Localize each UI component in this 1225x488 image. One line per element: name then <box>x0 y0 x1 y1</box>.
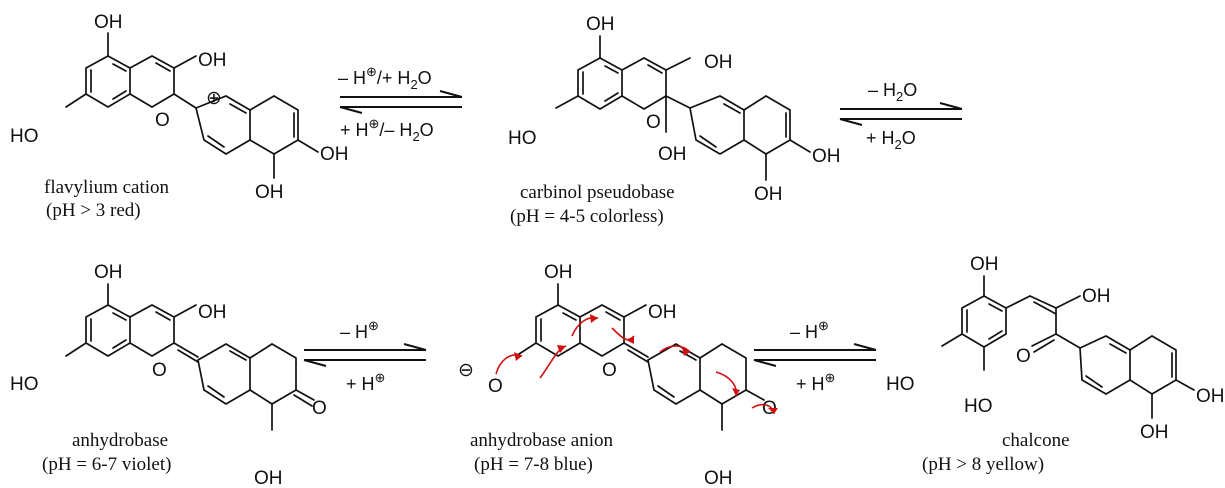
electron-arrow <box>715 371 738 397</box>
equilibrium-arrow-3 <box>303 343 427 367</box>
electron-arrow-head <box>768 408 778 414</box>
atom-oh: OH <box>704 468 733 488</box>
anhydrobase-condition: (pH = 6-7 violet) <box>42 454 171 475</box>
electron-arrow-head <box>557 345 566 353</box>
negative-charge-icon: ⊖ <box>458 360 474 381</box>
flavylium-condition: (pH > 3 red) <box>46 200 141 221</box>
chalcone-name: chalcone <box>1002 430 1070 451</box>
anhydrobase-name: anhydrobase <box>72 430 168 451</box>
chalcone-structure <box>941 275 1195 419</box>
anhydrobase-structure <box>65 283 315 431</box>
anion-condition: (pH = 7-8 blue) <box>474 454 593 475</box>
equilibrium-arrow-4 <box>753 343 877 367</box>
ring-oxygen: O <box>646 112 661 133</box>
carbinol-name: carbinol pseudobase <box>520 182 675 203</box>
electron-arrow-head <box>590 314 598 323</box>
carbonyl-oxygen: O <box>1016 346 1031 367</box>
carbinol-condition: (pH = 4-5 colorless) <box>510 206 664 227</box>
atom-oh: OH <box>704 52 733 73</box>
atom-oh: OH <box>255 182 284 203</box>
atom-oh: OH <box>254 468 283 488</box>
electron-arrow-head <box>732 388 740 396</box>
atom-ho: HO <box>886 374 915 395</box>
electron-arrow-head <box>514 352 522 361</box>
atom-oh: OH <box>198 50 227 71</box>
atom-oh: OH <box>754 184 783 205</box>
atom-oh: OH <box>970 254 999 275</box>
equilibrium-2-reverse-label: + H2O <box>866 128 916 152</box>
atom-oh: OH <box>94 262 123 283</box>
flavylium-name: flavylium cation <box>44 177 170 198</box>
atom-ho: HO <box>10 374 39 395</box>
carbinol-pseudobase-structure <box>555 35 811 181</box>
electron-arrow-head <box>626 336 634 344</box>
equilibrium-1-forward-label: – H⊕/+ H2O <box>338 64 432 92</box>
equilibrium-3-forward-label: – H⊕ <box>340 318 379 342</box>
equilibrium-arrow-1 <box>339 90 463 114</box>
electron-arrow <box>539 345 567 379</box>
atom-oh: OH <box>648 302 677 323</box>
equilibrium-2-forward-label: – H2O <box>868 80 917 104</box>
ring-oxygen: O <box>602 360 617 381</box>
equilibrium-arrow-2 <box>839 102 963 126</box>
atom-oh: OH <box>94 12 123 33</box>
atom-oh: OH <box>812 146 841 167</box>
anhydrobase-anion-structure <box>515 283 765 431</box>
atom-ho: HO <box>10 126 39 147</box>
equilibrium-4-forward-label: – H⊕ <box>790 318 829 342</box>
equilibrium-1-reverse-label: + H⊕/– H2O <box>340 116 434 144</box>
atom-oh: OH <box>1196 386 1225 407</box>
carbonyl-oxygen: O <box>312 398 327 419</box>
atom-ho: HO <box>964 396 993 417</box>
atom-oh: OH <box>320 144 349 165</box>
ring-oxygen: O <box>155 110 170 131</box>
phenoxide-oxygen: O <box>488 376 503 397</box>
equilibrium-3-reverse-label: + H⊕ <box>346 370 385 394</box>
atom-oh: OH <box>1082 286 1111 307</box>
chalcone-condition: (pH > 8 yellow) <box>922 454 1044 475</box>
equilibrium-4-reverse-label: + H⊕ <box>796 370 835 394</box>
atom-oh: OH <box>544 262 573 283</box>
atom-oh: OH <box>586 14 615 35</box>
electron-arrow-head <box>682 348 690 356</box>
flavylium-cation-structure <box>65 32 319 179</box>
ring-oxygen: O <box>152 360 167 381</box>
atom-ho: HO <box>508 128 537 149</box>
electron-arrow <box>659 345 691 353</box>
atom-oh: OH <box>1140 422 1169 443</box>
positive-charge-icon: ⊕ <box>206 88 222 109</box>
electron-flow-arrows <box>495 314 778 415</box>
atom-oh: OH <box>658 144 687 165</box>
atom-oh: OH <box>198 302 227 323</box>
anion-name: anhydrobase anion <box>470 430 613 451</box>
